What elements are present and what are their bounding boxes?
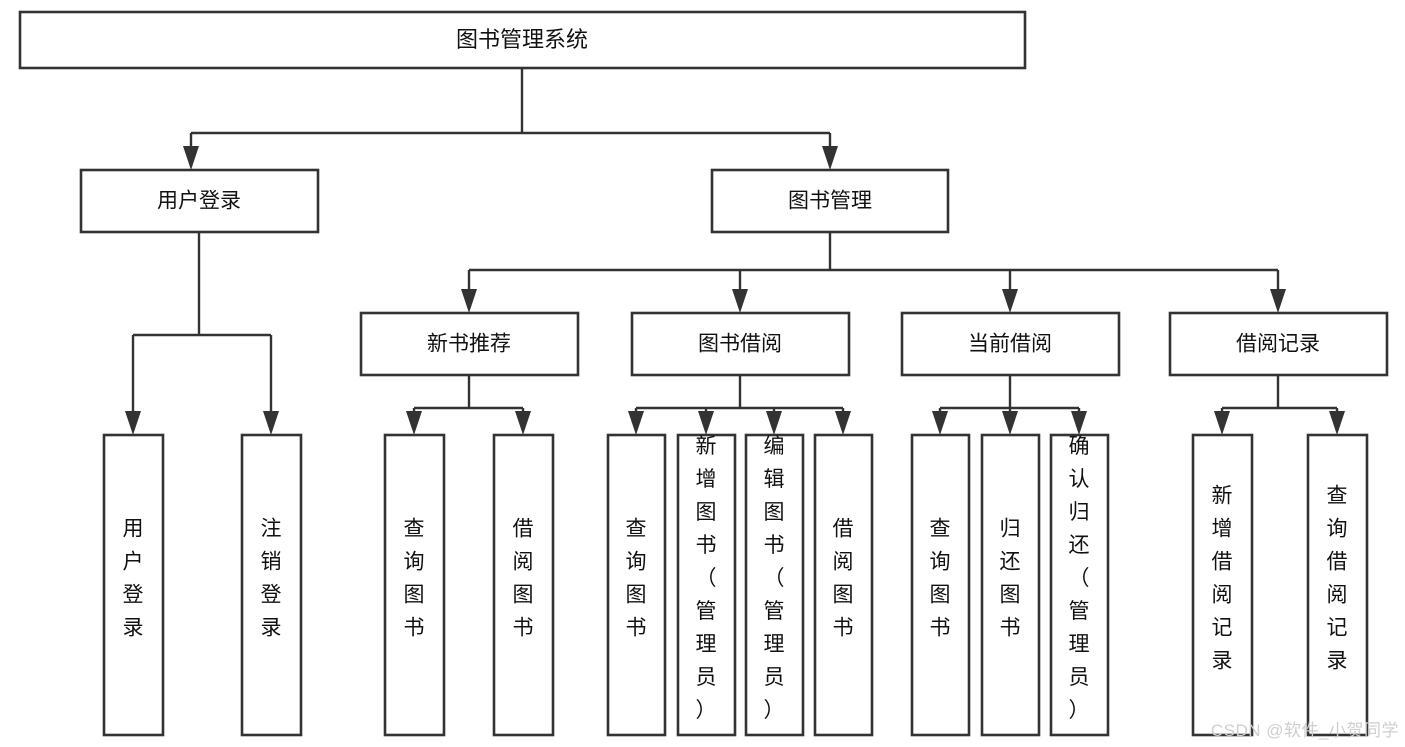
arrowhead-leaf-bb-2: [698, 411, 714, 435]
node-book-manage-label: 图书管理: [788, 190, 872, 213]
leaf-user-login-1-box[interactable]: [102, 433, 165, 737]
leaf-current-borrow-1-box[interactable]: [910, 433, 971, 737]
leaf-new-book-recommend-1-box[interactable]: [383, 433, 446, 737]
node-new-book-recommend[interactable]: 新书推荐: [359, 311, 580, 377]
leaf-user-login-1-label: 用户登录: [123, 518, 144, 640]
node-borrow-record[interactable]: 借阅记录: [1168, 311, 1389, 377]
leaf-current-borrow-2-label: 归还图书: [1000, 518, 1021, 640]
leaf-book-borrow-1-box[interactable]: [606, 433, 667, 737]
arrowhead-leaf-user-login-1: [125, 411, 141, 435]
leaf-current-borrow-3[interactable]: 确认归还（管理员）: [1049, 433, 1110, 737]
leaf-user-login-2-label: 注销登录: [261, 518, 282, 640]
arrowhead-leaf-cb-1: [932, 411, 948, 435]
leaf-new-book-recommend-1[interactable]: 查询图书: [383, 433, 446, 737]
leaf-book-borrow-2-label: 新增图书（管理员）: [696, 435, 717, 722]
node-new-book-recommend-box[interactable]: [359, 311, 580, 377]
arrowhead-leaf-user-login-2: [263, 411, 279, 435]
leaf-borrow-record-2-box[interactable]: [1306, 433, 1369, 737]
leaf-book-borrow-1[interactable]: 查询图书: [606, 433, 667, 737]
leaf-borrow-record-2[interactable]: 查询借阅记录: [1306, 433, 1369, 737]
leaf-borrow-record-1[interactable]: 新增借阅记录: [1191, 433, 1254, 737]
arrowhead-leaf-bb-4: [835, 411, 851, 435]
arrowhead-leaf-nbr-1: [406, 411, 422, 435]
leaf-book-borrow-3-label: 编辑图书（管理员）: [764, 435, 785, 722]
leaf-new-book-recommend-2-box[interactable]: [492, 433, 555, 737]
leaf-user-login-2-box[interactable]: [240, 433, 303, 737]
arrowhead-leaf-cb-2: [1002, 411, 1018, 435]
leaf-user-login-2[interactable]: 注销登录: [240, 433, 303, 737]
node-book-manage[interactable]: 图书管理: [710, 168, 950, 234]
node-book-borrow[interactable]: 图书借阅: [630, 311, 851, 377]
node-root[interactable]: 图书管理系统: [18, 10, 1027, 70]
node-current-borrow-box[interactable]: [900, 311, 1121, 377]
arrowhead-book-borrow: [732, 289, 748, 313]
node-book-manage-box[interactable]: [710, 168, 950, 234]
leaf-new-book-recommend-2-label: 借阅图书: [513, 518, 534, 640]
leaf-book-borrow-4-box[interactable]: [813, 433, 874, 737]
arrowhead-leaf-nbr-2: [515, 411, 531, 435]
leaf-borrow-record-1-box[interactable]: [1191, 433, 1254, 737]
leaf-current-borrow-2-box[interactable]: [980, 433, 1041, 737]
node-borrow-record-box[interactable]: [1168, 311, 1389, 377]
arrowhead-leaf-cb-3: [1071, 411, 1087, 435]
arrowhead-user-login: [183, 146, 199, 170]
arrowhead-book-manage: [822, 146, 838, 170]
leaf-book-borrow-3-box[interactable]: [744, 433, 805, 737]
leaf-new-book-recommend-1-label: 查询图书: [404, 518, 425, 640]
node-root-label: 图书管理系统: [456, 27, 588, 52]
node-user-login-box[interactable]: [79, 168, 320, 234]
leaf-user-login-1[interactable]: 用户登录: [102, 433, 165, 737]
node-root-box[interactable]: [18, 10, 1027, 70]
node-new-book-recommend-label: 新书推荐: [427, 333, 511, 356]
node-user-login[interactable]: 用户登录: [79, 168, 320, 234]
leaf-current-borrow-3-label: 确认归还（管理员）: [1069, 435, 1090, 722]
node-book-borrow-label: 图书借阅: [698, 333, 782, 356]
node-current-borrow-label: 当前借阅: [968, 333, 1052, 356]
leaf-book-borrow-2-box[interactable]: [676, 433, 737, 737]
arrowhead-new-book: [461, 289, 477, 313]
leaf-current-borrow-1[interactable]: 查询图书: [910, 433, 971, 737]
node-user-login-label: 用户登录: [157, 190, 241, 213]
arrowhead-leaf-bb-1: [628, 411, 644, 435]
leaf-book-borrow-1-label: 查询图书: [626, 518, 647, 640]
leaf-new-book-recommend-2[interactable]: 借阅图书: [492, 433, 555, 737]
leaf-current-borrow-3-box[interactable]: [1049, 433, 1110, 737]
arrowhead-leaf-br-1: [1214, 411, 1230, 435]
node-borrow-record-label: 借阅记录: [1236, 333, 1320, 356]
node-book-borrow-box[interactable]: [630, 311, 851, 377]
leaf-current-borrow-1-label: 查询图书: [930, 518, 951, 640]
leaf-borrow-record-1-label: 新增借阅记录: [1212, 485, 1233, 673]
arrowhead-leaf-bb-3: [766, 411, 782, 435]
arrowhead-leaf-br-2: [1329, 411, 1345, 435]
node-current-borrow[interactable]: 当前借阅: [900, 311, 1121, 377]
leaf-book-borrow-4-label: 借阅图书: [833, 518, 854, 640]
leaf-book-borrow-3[interactable]: 编辑图书（管理员）: [744, 433, 805, 737]
leaf-book-borrow-4[interactable]: 借阅图书: [813, 433, 874, 737]
arrowhead-current-borrow: [1002, 289, 1018, 313]
arrowhead-borrow-record: [1270, 289, 1286, 313]
leaf-book-borrow-2[interactable]: 新增图书（管理员）: [676, 433, 737, 737]
leaf-current-borrow-2[interactable]: 归还图书: [980, 433, 1041, 737]
connectors: [125, 68, 1345, 435]
leaf-borrow-record-2-label: 查询借阅记录: [1327, 485, 1348, 673]
